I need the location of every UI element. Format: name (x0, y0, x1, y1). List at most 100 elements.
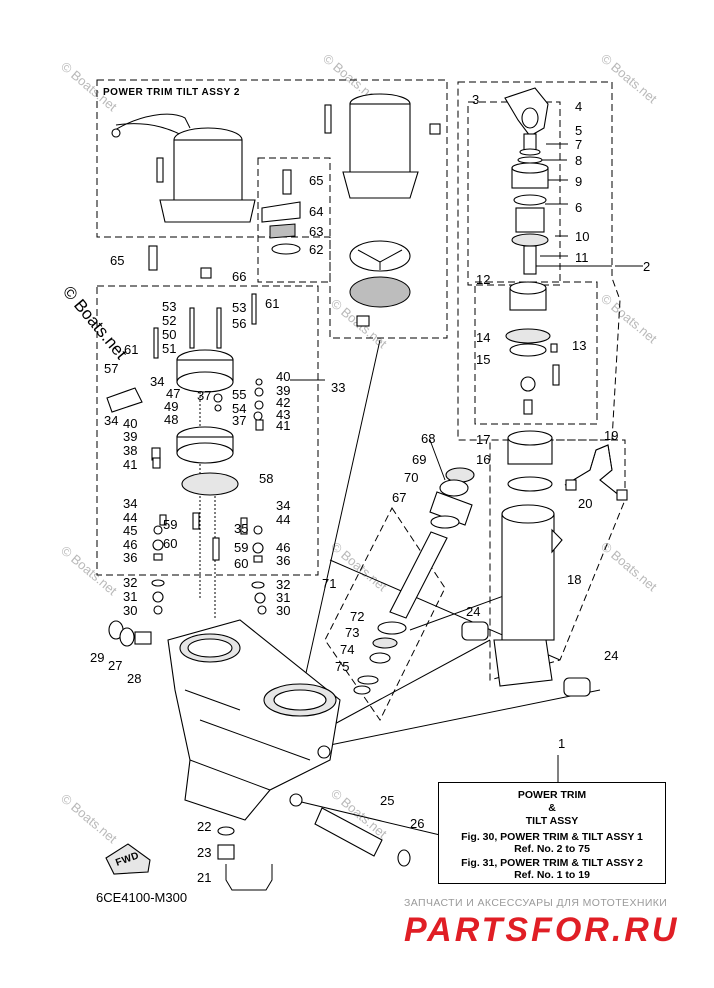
cylinder-18 (501, 513, 555, 641)
washer-75 (353, 685, 371, 695)
callout: 36 (276, 553, 290, 568)
callout: 13 (572, 338, 586, 353)
piston-12-top (509, 281, 547, 295)
callout: 57 (104, 361, 118, 376)
plug-66 (200, 267, 212, 279)
callout: 35 (234, 521, 248, 536)
ball-13 (550, 343, 558, 353)
plug-28 (134, 631, 152, 645)
callout: 53 (232, 300, 246, 315)
callout: 54 (232, 401, 246, 416)
callout: 20 (578, 496, 592, 511)
small-assy-box (257, 157, 331, 283)
bolt-59a (192, 512, 200, 530)
callout: 59 (234, 540, 248, 555)
callout: 71 (322, 576, 336, 591)
callout: 66 (232, 269, 246, 284)
valve-46 (152, 539, 164, 551)
callout: 74 (340, 642, 354, 657)
callout: 37 (232, 413, 246, 428)
callout: 28 (127, 671, 141, 686)
shop-logo[interactable]: PARTSFOR.RU (404, 911, 680, 949)
callout: 1 (558, 736, 565, 751)
washer (520, 376, 536, 392)
rod-eye (521, 107, 539, 129)
valve-46b (252, 542, 264, 554)
pin-24a (461, 621, 489, 641)
ring-14 (505, 328, 551, 344)
cap-30b (257, 605, 267, 615)
cap-9-top (511, 162, 549, 174)
valve-55 (213, 393, 223, 403)
gland-70 (429, 491, 473, 526)
callout: 42 (276, 395, 290, 410)
screw-65-top (156, 157, 164, 183)
callout: 24 (466, 604, 480, 619)
legend-title-line3: TILT ASSY (525, 815, 579, 827)
cap-17-top (507, 430, 553, 446)
cylinder-port (551, 528, 563, 554)
callout: 55 (232, 387, 246, 402)
oring-67 (430, 515, 460, 529)
bracket-57 (106, 387, 143, 413)
watermark: © Boats.net (328, 539, 390, 595)
callout: 70 (404, 470, 418, 485)
callout: 27 (108, 658, 122, 673)
bracket-bore-2-inner (273, 689, 327, 711)
bolt-59 (212, 537, 220, 561)
callout: 24 (604, 648, 618, 663)
manifold-bottom (176, 442, 234, 464)
callout: 48 (164, 412, 178, 427)
spring-41b (255, 419, 264, 431)
callout: 52 (162, 313, 176, 328)
callout: 50 (162, 327, 176, 342)
piston-assy-box-12 (474, 281, 598, 425)
mesh-63 (269, 223, 296, 239)
spring-36 (153, 553, 163, 561)
ring-32 (151, 579, 165, 587)
gasket-62 (271, 243, 301, 255)
piston-72 (377, 621, 407, 635)
filter-disc (349, 240, 411, 272)
callout: 59 (163, 517, 177, 532)
gasket-plate-58 (181, 472, 239, 496)
spring (552, 364, 560, 386)
circlip-26 (397, 849, 411, 867)
callout: 64 (309, 204, 323, 219)
callout-numbers: 1 2 3 4 5 6 7 8 9 10 11 12 13 14 15 16 1… (90, 92, 650, 885)
callout: 73 (345, 625, 359, 640)
watermark: © Boats.net (58, 543, 120, 599)
callout: 29 (90, 650, 104, 665)
reservoir-flange (342, 171, 419, 199)
cap-30 (153, 605, 163, 615)
callout: 31 (123, 589, 137, 604)
valve-body-bottom (176, 371, 234, 393)
callout: 5 (575, 123, 582, 138)
callout: 14 (476, 330, 490, 345)
legend-box: POWER TRIM & TILT ASSY Fig. 30, POWER TR… (438, 782, 666, 884)
spring-36b (253, 555, 263, 563)
callout: 7 (575, 137, 582, 152)
callout: 61 (124, 342, 138, 357)
tilt-piston-assembly (353, 467, 475, 695)
callout: 32 (276, 577, 290, 592)
callout: 19 (604, 428, 618, 443)
legend-title-line2: & (548, 802, 556, 814)
reservoir-body (349, 103, 411, 177)
main-assy-box-2 (457, 81, 621, 441)
pins (189, 307, 195, 349)
ring-73 (372, 637, 398, 649)
callout: 4 (575, 99, 582, 114)
legend-fig31: Fig. 31, POWER TRIM & TILT ASSY 2 (461, 857, 643, 869)
oring-39 (254, 387, 264, 397)
watermark: © Boats.net (598, 51, 660, 107)
callout: 40 (123, 416, 137, 431)
pin-61b (153, 327, 159, 359)
shaft-11 (523, 245, 537, 275)
pin-24b (563, 677, 591, 697)
callout: 75 (335, 659, 349, 674)
oring-43 (253, 411, 263, 421)
bolt (324, 104, 332, 134)
callout: 34 (123, 496, 137, 511)
